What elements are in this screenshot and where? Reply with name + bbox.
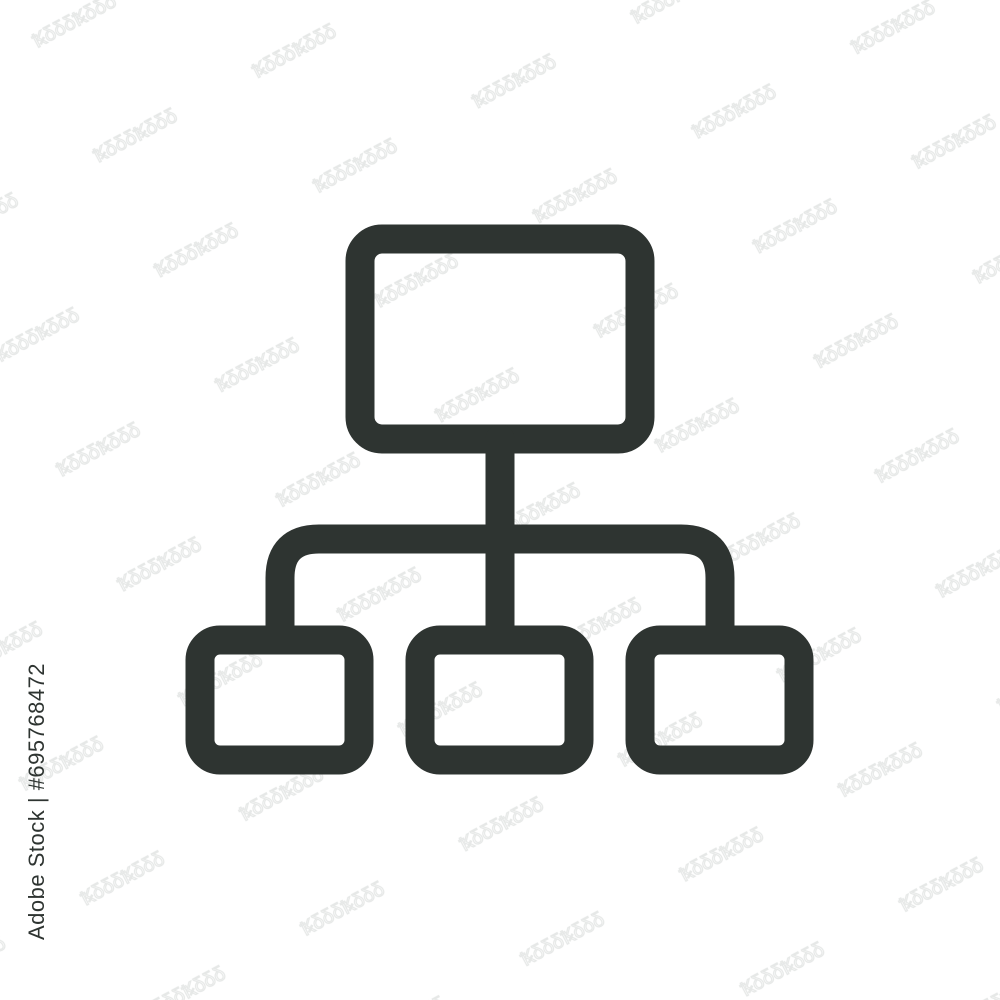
child-node-box-center bbox=[405, 625, 594, 775]
top-node-box bbox=[345, 224, 655, 454]
child-node-box-right bbox=[625, 625, 814, 775]
stock-id-label: Adobe Stock | #695768472 bbox=[24, 662, 49, 940]
child-node-box-left bbox=[185, 625, 374, 775]
branch-connector bbox=[265, 524, 735, 655]
